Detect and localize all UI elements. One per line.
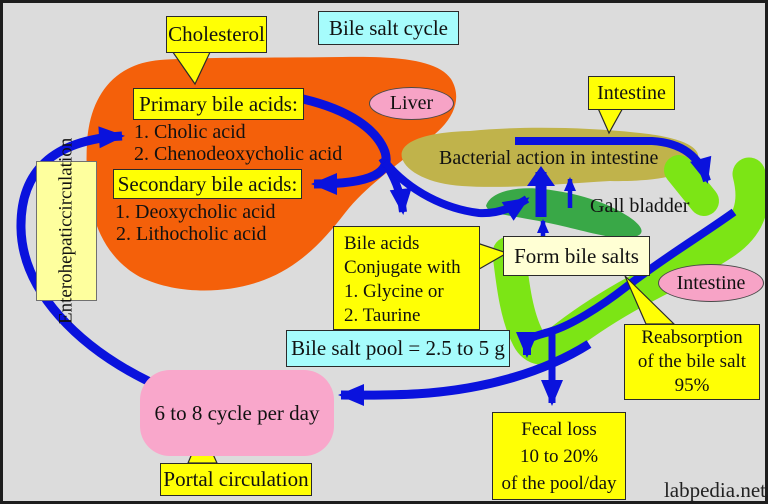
arrow-through-intestine (516, 208, 737, 358)
fecal-loss-line-3: of the pool/day (501, 472, 617, 494)
enterohepatic-line-2: circulation (55, 137, 77, 219)
enterohepatic-line-1: Enterohepatic (55, 218, 77, 325)
intestine-top-label: Intestine (588, 76, 675, 110)
form-bile-salts-box: Form bile salts (503, 236, 650, 276)
bile-acids-line-2: Conjugate with (344, 257, 461, 278)
fecal-loss-line-2: 10 to 20% (519, 445, 599, 467)
fecal-loss-box: Fecal loss 10 to 20% of the pool/day (492, 412, 626, 500)
bile-acids-line-3: 1. Glycine or (344, 281, 444, 302)
secondary-bile-acids-item-1: 1. Deoxycholic acid (115, 201, 276, 223)
secondary-bile-acids-header: Secondary bile acids: (113, 169, 302, 199)
liver-label: Liver (369, 87, 454, 120)
intestine-shape-main (492, 157, 765, 365)
bacterial-action-label: Bacterial action in intestine (439, 147, 659, 169)
bile-acids-conjugate-box: Bile acids Conjugate with 1. Glycine or … (333, 226, 480, 330)
bile-acids-line-1: Bile acids (344, 233, 420, 254)
intestine-right-label: Intestine (658, 264, 764, 302)
cycle-per-day-box: 6 to 8 cycle per day (140, 370, 334, 456)
intestine-callout-pointer (596, 105, 626, 135)
reabsorption-line-1: Reabsorption (641, 327, 743, 348)
reabsorption-line-2: of the bile salt (637, 351, 747, 372)
gall-bladder-label: Gall bladder (590, 195, 690, 217)
enterohepatic-circulation-label: Enterohepatic circulation (36, 138, 97, 324)
watermark: labpedia.net (663, 478, 766, 502)
arrow-liver-to-intestine (515, 137, 712, 184)
fecal-loss-line-1: Fecal loss (521, 418, 597, 440)
intestine-shape-upper (664, 155, 719, 216)
arrow-to-gall-bladder (381, 159, 530, 221)
bile-acids-line-4: 2. Taurine (344, 305, 421, 326)
primary-bile-acids-header: Primary bile acids: (133, 88, 304, 120)
arrow-liver-to-secondary (301, 94, 391, 195)
arrow-return-to-portal (338, 340, 592, 407)
reabsorption-line-3: 95% (674, 375, 710, 396)
bile-salt-pool-box: Bile salt pool = 2.5 to 5 g (286, 330, 510, 367)
portal-circulation-label: Portal circulation (160, 463, 312, 496)
primary-bile-acids-item-1: 1. Cholic acid (134, 121, 246, 143)
cholesterol-label: Cholesterol (166, 16, 267, 53)
diagram-title: Bile salt cycle (318, 11, 459, 45)
reabsorption-box: Reabsorption of the bile salt 95% (624, 324, 760, 400)
secondary-bile-acids-item-2: 2. Lithocholic acid (116, 223, 267, 245)
arrow-portal-to-liver (16, 126, 152, 387)
primary-bile-acids-item-2: 2. Chenodeoxycholic acid (134, 143, 343, 165)
